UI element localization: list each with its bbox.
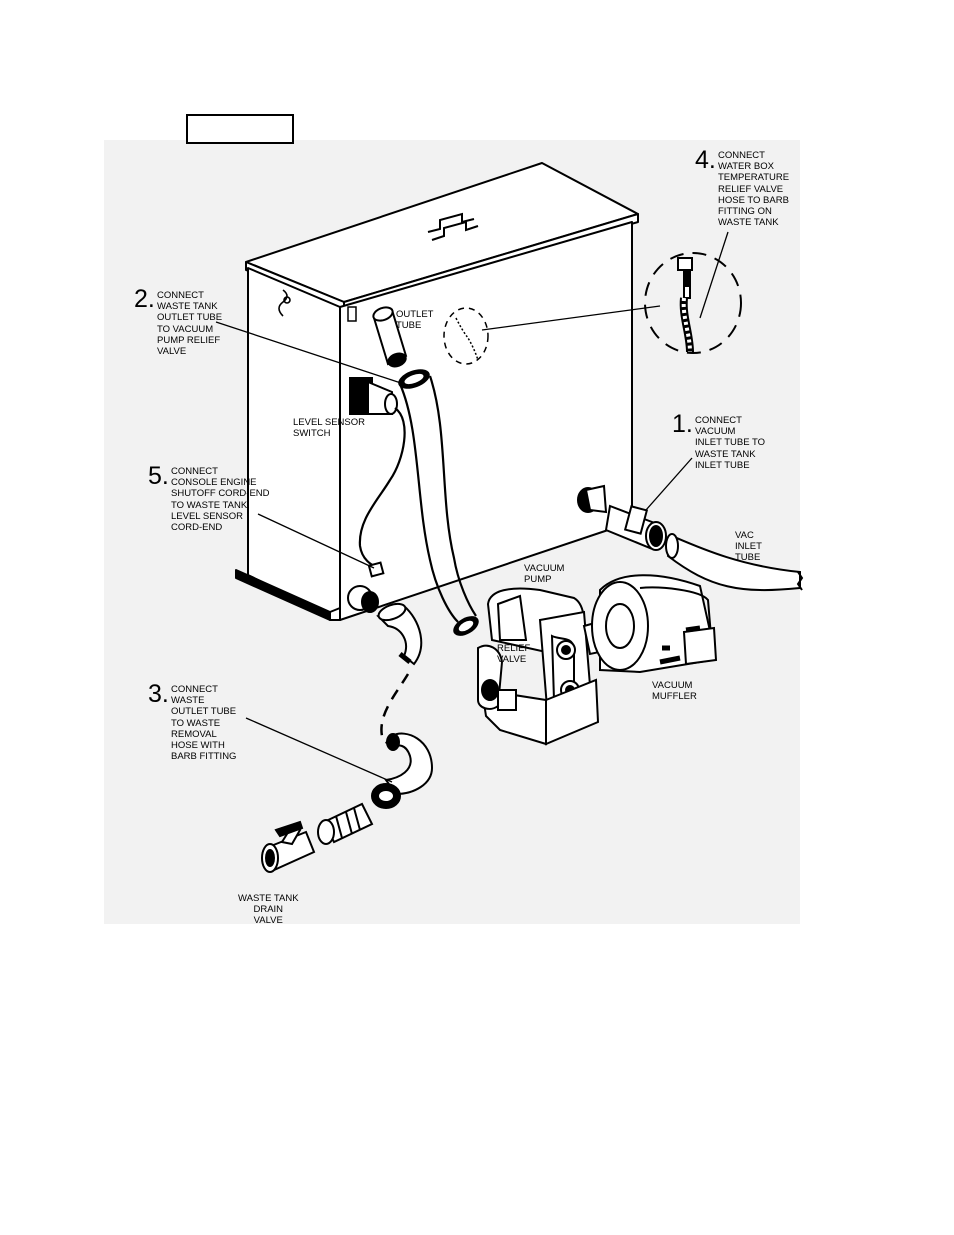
callout-text: CONNECT WATER BOX TEMPERATURE RELIEF VAL… xyxy=(718,150,790,229)
drain-valve xyxy=(261,820,316,873)
leader-1 xyxy=(645,457,693,511)
vacuum-pump xyxy=(477,587,600,746)
vac-inlet-hose xyxy=(665,533,804,592)
inlet-tube xyxy=(577,484,667,551)
lid-latch xyxy=(278,289,291,317)
hinge xyxy=(347,306,357,322)
waste-outlet-elbow xyxy=(376,602,423,666)
figure-label-box xyxy=(186,114,294,144)
label-relief-valve: RELIEF VALVE xyxy=(497,643,531,666)
lid-handle xyxy=(427,212,479,241)
callout-number: 1. xyxy=(672,410,693,438)
callout-number: 3. xyxy=(148,680,169,708)
label-vacuum-muffler: VACUUM MUFFLER xyxy=(652,680,697,703)
leader-5 xyxy=(257,513,375,569)
leader-2 xyxy=(215,321,411,387)
leader-4b xyxy=(699,231,729,319)
outlet-hose xyxy=(398,375,477,623)
vacuum-muffler xyxy=(591,574,718,674)
leader-4 xyxy=(481,305,661,331)
callout-text: CONNECT VACUUM INLET TUBE TO WASTE TANK … xyxy=(695,415,766,471)
callout-text: CONNECT WASTE OUTLET TUBE TO WASTE REMOV… xyxy=(171,684,237,763)
callout-step-3: 3. CONNECT WASTE OUTLET TUBE TO WASTE RE… xyxy=(148,680,237,763)
drain-fitting xyxy=(347,585,379,613)
label-drain-valve: WASTE TANK DRAIN VALVE xyxy=(238,893,299,927)
callout-step-4: 4. CONNECT WATER BOX TEMPERATURE RELIEF … xyxy=(695,146,790,229)
level-sensor-switch xyxy=(349,377,406,578)
callout-step-1: 1. CONNECT VACUUM INLET TUBE TO WASTE TA… xyxy=(672,412,765,471)
barb-fitting-detail-large xyxy=(644,252,742,354)
label-vac-inlet-tube: VAC INLET TUBE xyxy=(735,530,762,564)
label-outlet-tube: OUTLET TUBE xyxy=(396,309,434,332)
barb-coupling xyxy=(317,802,374,845)
callout-number: 2. xyxy=(134,285,155,313)
outlet-tube-stub xyxy=(372,306,408,368)
callout-text: CONNECT CONSOLE ENGINE SHUTOFF CORD-END … xyxy=(171,466,270,534)
leader-3 xyxy=(245,717,393,783)
waste-removal-hose xyxy=(371,732,434,809)
barb-fitting-detail-small xyxy=(443,307,489,365)
callout-step-5: 5. CONNECT CONSOLE ENGINE SHUTOFF CORD-E… xyxy=(148,462,270,534)
callout-number: 5. xyxy=(148,462,169,490)
callout-step-2: 2. CONNECT WASTE TANK OUTLET TUBE TO VAC… xyxy=(134,285,223,358)
callout-number: 4. xyxy=(695,146,716,174)
label-level-sensor-switch: LEVEL SENSOR SWITCH xyxy=(293,417,365,440)
callout-text: CONNECT WASTE TANK OUTLET TUBE TO VACUUM… xyxy=(157,290,223,358)
label-vacuum-pump: VACUUM PUMP xyxy=(524,563,565,586)
